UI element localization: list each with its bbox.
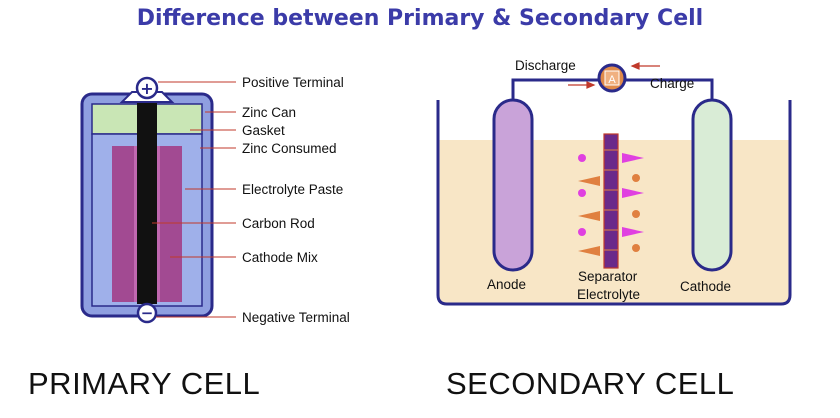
- label-cathode: Cathode: [680, 279, 731, 294]
- positive-terminal-icon: [135, 76, 159, 100]
- label-electrolyte-paste: Electrolyte Paste: [242, 182, 343, 197]
- label-positive-terminal: Positive Terminal: [242, 75, 344, 90]
- secondary-cell: A Discharge Charge: [436, 58, 792, 306]
- negative-terminal-icon: [136, 302, 158, 324]
- separator-ticks: [604, 149, 618, 251]
- minus-symbol: −: [141, 304, 154, 322]
- label-negative-terminal: Negative Terminal: [242, 310, 350, 325]
- label-electrolyte: Electrolyte: [577, 287, 640, 302]
- external-wire: [511, 78, 714, 104]
- container: [436, 100, 792, 306]
- page-title: Difference between Primary & Secondary C…: [136, 6, 704, 31]
- primary-cell-caption: PRIMARY CELL: [28, 366, 261, 401]
- carbon-rod: [137, 100, 157, 304]
- ammeter-face: [604, 70, 620, 86]
- ammeter-label: A: [608, 74, 616, 86]
- plus-symbol: +: [140, 79, 153, 98]
- primary-cell: + − Positive Terminal Zinc Can Gasket Zi…: [80, 75, 350, 325]
- label-discharge: Discharge: [515, 58, 576, 73]
- ion-flow: [578, 153, 644, 256]
- electrolyte-paste-right: [160, 146, 182, 302]
- label-separator: Separator: [578, 269, 638, 284]
- secondary-cell-caption: SECONDARY CELL: [446, 366, 735, 401]
- current-arrows: [568, 62, 660, 89]
- label-zinc-consumed: Zinc Consumed: [242, 141, 337, 156]
- cathode-electrode: [691, 98, 733, 272]
- electrolyte-paste-left: [112, 146, 134, 302]
- label-anode: Anode: [487, 277, 526, 292]
- label-charge: Charge: [650, 76, 694, 91]
- label-carbon-rod: Carbon Rod: [242, 216, 315, 231]
- label-cathode-mix: Cathode Mix: [242, 250, 318, 265]
- leader-lines: [152, 81, 236, 318]
- label-gasket: Gasket: [242, 123, 285, 138]
- anode-electrode: [492, 98, 534, 272]
- separator: [603, 133, 619, 269]
- label-zinc-can: Zinc Can: [242, 105, 296, 120]
